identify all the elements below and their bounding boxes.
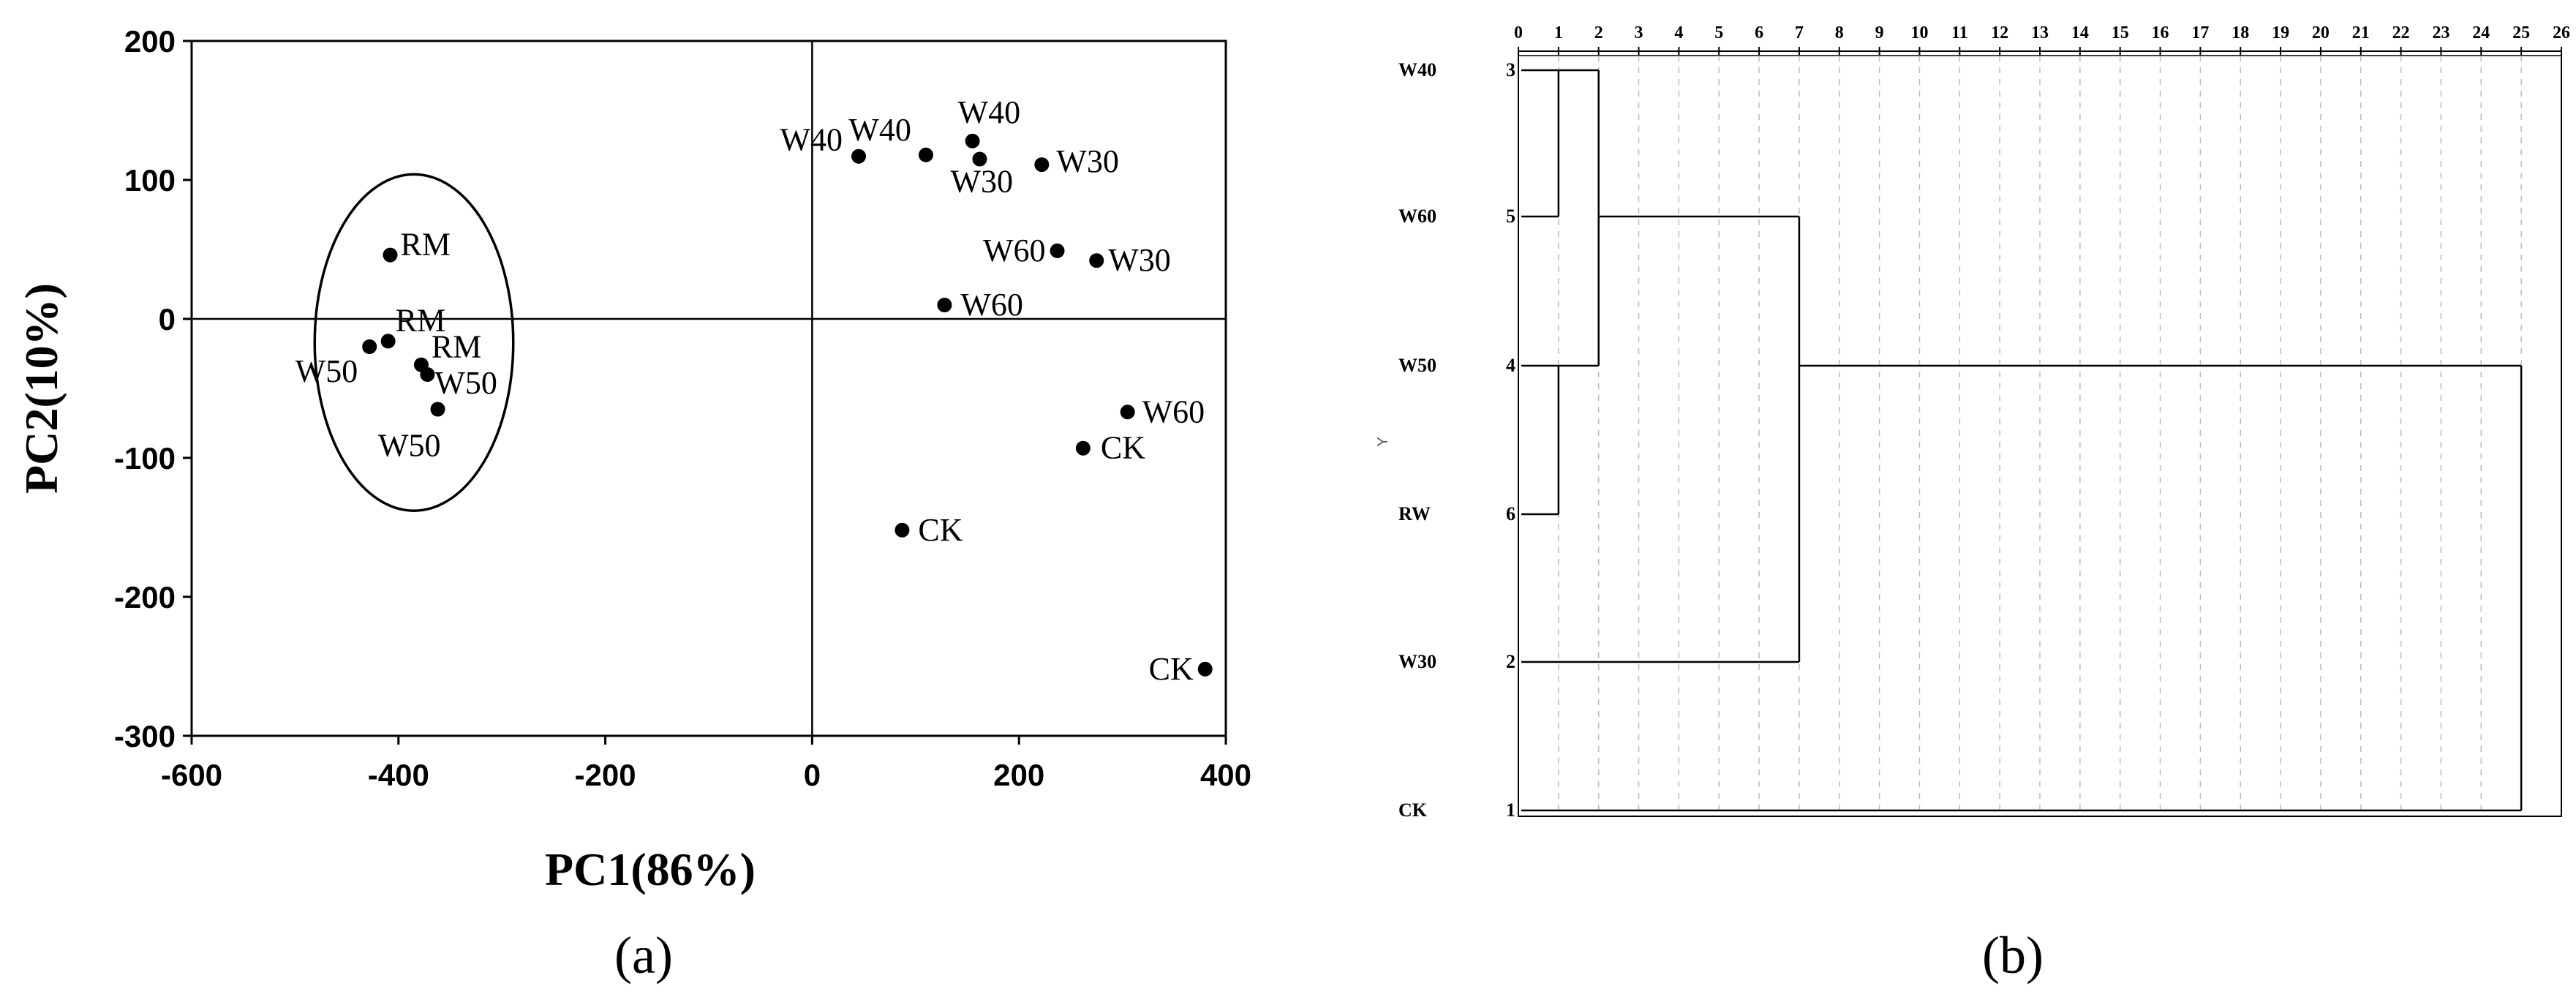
x-tick-label: 18 [2232, 23, 2249, 42]
data-point [937, 298, 952, 312]
data-point [420, 367, 435, 382]
x-tick-label: 4 [1674, 23, 1683, 42]
y-axis-label: Y [1375, 437, 1391, 446]
point-label: W40 [780, 122, 843, 158]
leaf-number: 1 [1506, 799, 1515, 821]
x-tick-label: 19 [2272, 23, 2289, 42]
point-label: W60 [960, 287, 1023, 323]
x-tick-label: 17 [2191, 23, 2209, 42]
leaf-number: 6 [1506, 503, 1515, 524]
point-label: W30 [1056, 143, 1119, 179]
y-axis-label: PC2(10%) [15, 283, 67, 494]
data-point [1075, 440, 1091, 456]
x-tick-label: 7 [1795, 23, 1804, 42]
point-label: W50 [378, 428, 441, 464]
x-tick-label: 26 [2553, 23, 2570, 42]
x-tick-label: -600 [161, 758, 222, 792]
data-point [1197, 661, 1213, 677]
x-tick-label: 21 [2352, 23, 2370, 42]
x-tick-label: 25 [2512, 23, 2530, 42]
data-point [1120, 404, 1135, 420]
data-point [383, 247, 398, 263]
x-tick-label: 24 [2472, 23, 2490, 42]
x-tick-label: 11 [1951, 23, 1968, 42]
x-tick-label: 400 [1200, 758, 1251, 792]
plot-frame [190, 39, 1227, 737]
point-label: W60 [1142, 394, 1205, 429]
leaf-name: RW [1398, 503, 1431, 524]
x-tick-label: -200 [575, 758, 636, 792]
point-label: W30 [950, 164, 1013, 200]
y-tick-label: -300 [114, 719, 176, 753]
point-label: W60 [983, 233, 1046, 268]
y-tick-label: -100 [114, 441, 176, 475]
panel-label-b: (b) [1982, 926, 2044, 985]
y-tick-label: 0 [159, 302, 176, 336]
data-point [965, 133, 980, 148]
point-label: RM [432, 329, 481, 365]
x-tick-label: 1 [1554, 23, 1563, 42]
point-label: CK [918, 512, 963, 548]
x-tick-label: -400 [368, 758, 429, 792]
x-axis-label: PC1(86%) [545, 843, 756, 895]
x-tick-label: 8 [1835, 23, 1844, 42]
data-point [1050, 243, 1065, 258]
leaf-number: 4 [1506, 355, 1515, 376]
x-tick-label: 2 [1594, 23, 1603, 42]
y-tick-label: 200 [124, 24, 176, 59]
x-tick-label: 15 [2112, 23, 2129, 42]
point-label: W50 [295, 353, 358, 389]
data-point [430, 402, 445, 417]
data-point [972, 151, 987, 167]
x-tick-label: 22 [2392, 23, 2410, 42]
leaf-name: CK [1398, 799, 1428, 821]
x-tick-label: 12 [1991, 23, 2008, 42]
leaf-name: W40 [1398, 59, 1436, 80]
cluster-ellipse [313, 173, 515, 512]
data-point [851, 148, 867, 164]
y-tick-label: 100 [124, 163, 176, 197]
x-tick-label: 13 [2031, 23, 2049, 42]
data-point [362, 339, 377, 354]
x-tick-label: 5 [1714, 23, 1723, 42]
data-point [1089, 253, 1104, 268]
data-point [918, 147, 933, 162]
x-tick-label: 0 [804, 758, 821, 792]
point-label: W50 [434, 365, 497, 401]
point-label: RM [400, 227, 450, 263]
point-label: W40 [848, 112, 911, 148]
point-label: W40 [958, 94, 1021, 130]
data-point [895, 522, 910, 538]
leaf-number: 2 [1506, 651, 1515, 672]
point-label: CK [1149, 651, 1194, 687]
x-tick-label: 23 [2432, 23, 2449, 42]
x-tick-label: 3 [1635, 23, 1643, 42]
leaf-name: W60 [1398, 206, 1436, 227]
x-tick-label: 6 [1755, 23, 1763, 42]
x-tick-label: 16 [2152, 23, 2169, 42]
x-tick-label: 0 [1514, 23, 1523, 42]
leaf-name: W30 [1398, 651, 1436, 672]
data-point [380, 334, 396, 349]
point-label: W30 [1108, 242, 1171, 278]
point-label: CK [1101, 430, 1145, 466]
data-point [1034, 157, 1050, 173]
x-tick-label: 10 [1910, 23, 1928, 42]
x-tick-label: 9 [1875, 23, 1884, 42]
x-tick-label: 200 [993, 758, 1044, 792]
leaf-number: 5 [1506, 206, 1515, 227]
leaf-number: 3 [1506, 59, 1515, 80]
leaf-name: W50 [1398, 355, 1436, 376]
x-tick-label: 14 [2071, 23, 2089, 42]
panel-label-a: (a) [614, 926, 673, 985]
point-label: RM [396, 302, 445, 338]
y-tick-label: -200 [114, 580, 176, 614]
x-tick-label: 20 [2312, 23, 2330, 42]
